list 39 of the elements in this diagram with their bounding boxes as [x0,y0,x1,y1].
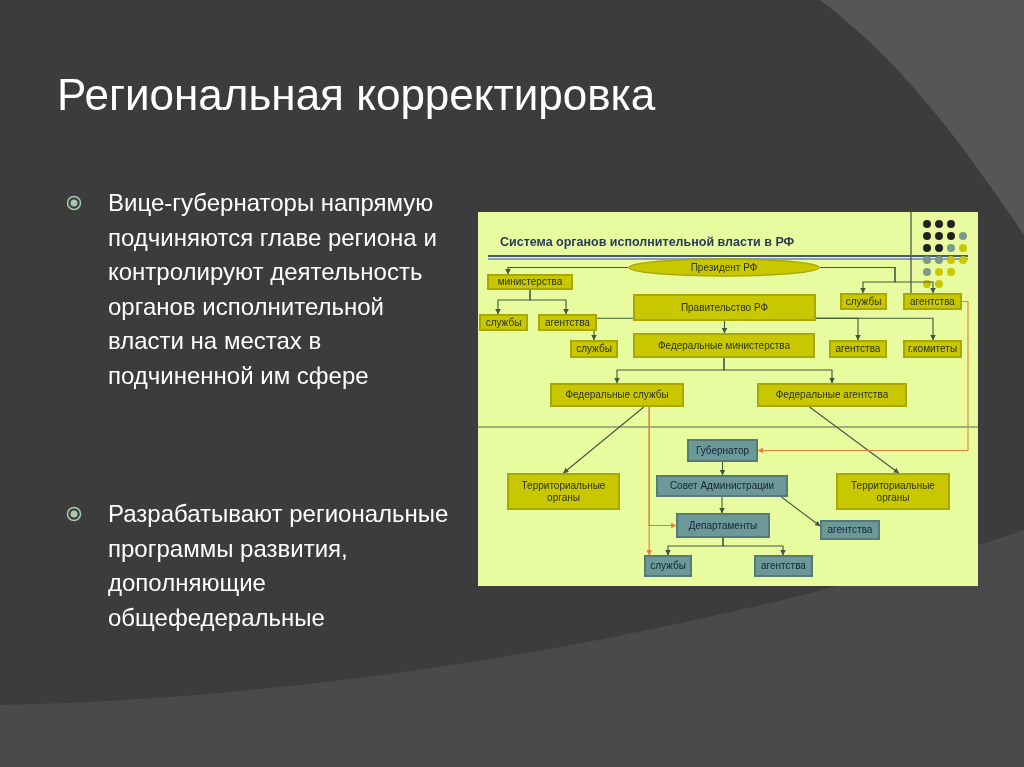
connector-arrow [505,266,629,275]
org-box: агентства [538,314,597,331]
org-box: Совет Администрации [656,475,788,497]
connector-arrow [815,317,936,341]
connector-arrow [780,496,821,527]
bullet-text: Разрабатывают региональные программы развития, дополняющие общефедеральные [108,499,450,633]
connector-arrow [719,461,726,476]
connector-arrow [529,289,569,315]
org-box: Федеральные министерства [633,333,815,358]
org-box: агентства [829,340,887,358]
org-box: агентства [754,555,813,577]
connector-arrow [562,406,645,474]
bullet-text: Вице-губернаторы напрямую подчиняются главе региона и контролируют деятельность органов исполнительной власти на местах в подчиненной им сфере [108,188,438,391]
connector-arrow [648,406,677,529]
org-box: Федеральные агентства [757,383,907,407]
connector-arrow [722,537,786,556]
connector-arrow [721,320,728,334]
slide-title: Региональная корректировка [57,70,656,120]
connector-arrow [723,357,835,384]
diagram-heading: Система органов исполнительной власти в РФ [500,235,795,249]
org-box: агентства [820,520,880,540]
node-label: Президент РФ [690,261,758,274]
org-box: службы [644,555,692,577]
org-box: службы [479,314,528,331]
org-box: службы [570,340,618,358]
connector-arrow [819,266,936,294]
org-box: Федеральные службы [550,383,684,407]
connector-arrow [719,496,725,514]
org-box: г.комитеты [903,340,962,358]
org-box: Департаменты [676,513,770,538]
org-box: министерства [487,274,573,290]
org-box: Территориальные органы [836,473,950,510]
connector-arrow [808,406,900,474]
connector-arrow [757,300,969,454]
org-box: Правительство РФ [633,294,816,321]
org-box: службы [840,293,887,310]
org-box: Губернатор [687,439,758,462]
org-box: Территориальные органы [507,473,620,510]
org-box: агентства [903,293,962,310]
